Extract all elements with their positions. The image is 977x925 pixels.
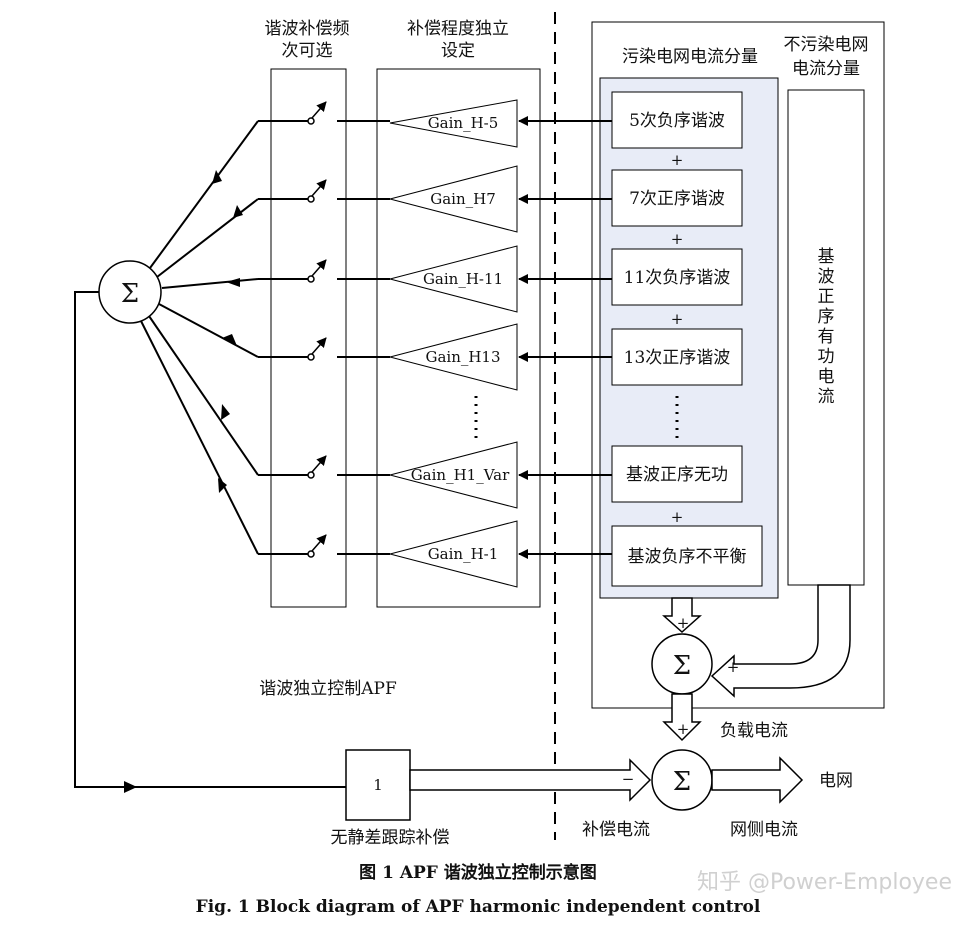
grid-label: 电网 — [819, 771, 853, 791]
switch-to-sum-arrowheads — [212, 170, 243, 493]
gain-triangle-1: Gain_H-5 — [389, 99, 518, 148]
polluting-current-label: 污染电网电流分量 — [622, 47, 758, 67]
non-polluting-label-2: 电流分量 — [792, 59, 860, 79]
gain-label: Gain_H-5 — [428, 114, 499, 132]
nonpolluting-to-sum-hollow-arrow — [710, 584, 851, 698]
plus-sign: + — [677, 720, 690, 738]
fundamental-active-char: 波 — [818, 267, 835, 287]
sigma-symbol: Σ — [121, 279, 139, 309]
caption-english: Fig. 1 Block diagram of APF harmonic ind… — [196, 897, 761, 917]
grid-summing-junction: Σ — [651, 749, 713, 811]
component-label: 11次负序谐波 — [624, 268, 731, 288]
component-box — [611, 248, 743, 306]
grid-side-current-label: 网侧电流 — [730, 820, 798, 840]
polluting-to-sum-hollow-arrow — [662, 597, 702, 634]
harmonic-selectable-label-1: 谐波补偿频 — [265, 19, 350, 39]
component-box — [611, 445, 743, 503]
plus-sign: + — [671, 151, 684, 169]
fundamental-active-char: 序 — [818, 307, 835, 327]
fundamental-active-box — [787, 89, 865, 586]
watermark: 知乎 @Power-Employee — [697, 870, 952, 895]
gain-setting-label-2: 设定 — [441, 41, 475, 61]
load-summing-junction: Σ — [651, 633, 713, 695]
component-row-1: 5次负序谐波 — [611, 91, 743, 149]
component-row-5: 基波正序无功 — [611, 445, 743, 503]
gain-label: Gain_H7 — [430, 190, 496, 208]
gain-label: Gain_H13 — [425, 348, 500, 366]
gain-triangle-2: Gain_H7 — [388, 165, 518, 233]
gain-setting-label-1: 补偿程度独立 — [407, 19, 509, 39]
compensation-hollow-arrow — [409, 758, 652, 802]
component-label: 基波负序不平衡 — [628, 547, 747, 567]
switch-icon — [258, 179, 327, 203]
switch-icon — [258, 101, 327, 125]
component-row-3: 11次负序谐波 — [611, 248, 743, 306]
switch-icon — [258, 337, 327, 361]
grid-side-hollow-arrow — [711, 756, 804, 804]
left-summing-junction: Σ — [98, 260, 162, 324]
harmonic-selectable-label-2: 次可选 — [282, 41, 333, 61]
load-decomposition-box — [591, 21, 885, 709]
fundamental-active-char: 电 — [818, 367, 835, 387]
gain-triangle-6: Gain_H-1 — [388, 520, 518, 588]
feedback-line — [74, 291, 346, 788]
switch-icon — [258, 259, 327, 283]
fundamental-active-char: 正 — [818, 287, 835, 307]
feedback-arrow — [124, 781, 137, 793]
component-label: 13次正序谐波 — [624, 348, 731, 368]
unity-gain-value: 1 — [373, 776, 383, 794]
component-box — [611, 169, 743, 227]
gain-label: Gain_H-11 — [423, 270, 503, 288]
component-label: 基波正序无功 — [626, 465, 728, 485]
sigma-symbol: Σ — [673, 651, 691, 681]
plus-sign: + — [671, 230, 684, 248]
fundamental-active-char: 流 — [818, 387, 835, 407]
fundamental-active-label: 基 波 正 序 有 功 电 流 — [818, 247, 835, 407]
tracking-compensation-label: 无静差跟踪补偿 — [331, 828, 450, 848]
compensation-current-label: 补偿电流 — [582, 820, 650, 840]
gain-column-box — [376, 68, 541, 608]
component-box — [611, 525, 763, 587]
component-box — [611, 328, 743, 386]
plus-sign: + — [671, 508, 684, 526]
non-polluting-label-1: 不污染电网 — [784, 35, 869, 55]
switch-icon — [258, 455, 327, 479]
plus-sign: + — [727, 658, 740, 676]
load-current-label: 负载电流 — [720, 721, 788, 741]
gain-label: Gain_H1_Var — [411, 466, 510, 484]
fundamental-active-char: 功 — [818, 347, 835, 367]
component-row-6: 基波负序不平衡 — [611, 525, 763, 587]
gain-label: Gain_H-1 — [428, 545, 499, 563]
fundamental-active-char: 基 — [818, 247, 835, 267]
switch-to-sum-lines — [140, 120, 259, 555]
gain-triangle-4: Gain_H13 — [388, 323, 518, 391]
switch-column-box — [270, 68, 347, 608]
sigma-symbol: Σ — [673, 767, 691, 797]
component-label: 7次正序谐波 — [629, 189, 725, 209]
plus-sign: + — [671, 310, 684, 328]
fundamental-active-char: 有 — [818, 327, 835, 347]
component-label: 5次负序谐波 — [629, 111, 725, 131]
switch-icon — [258, 534, 327, 558]
component-to-gain-arrows — [518, 116, 612, 559]
selector-switches — [258, 101, 327, 558]
load-current-hollow-arrow — [662, 693, 702, 742]
gain-to-switch-lines — [337, 120, 390, 555]
component-box — [611, 91, 743, 149]
caption-chinese: 图 1 APF 谐波独立控制示意图 — [359, 862, 597, 883]
component-row-4: 13次正序谐波 — [611, 328, 743, 386]
gain-triangle-5: Gain_H1_Var — [388, 441, 518, 509]
plus-sign: + — [677, 614, 690, 632]
apf-label: 谐波独立控制APF — [259, 679, 397, 699]
gain-triangle-3: Gain_H-11 — [388, 245, 518, 313]
minus-sign: − — [622, 770, 635, 788]
component-row-2: 7次正序谐波 — [611, 169, 743, 227]
